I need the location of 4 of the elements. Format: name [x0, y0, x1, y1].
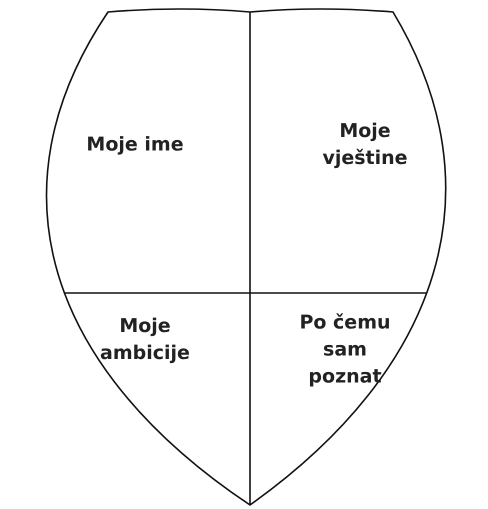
quadrant-label: Moje ime: [85, 132, 185, 158]
quadrant-label: Moje ambicije: [99, 314, 191, 366]
quadrant-label: Po čemu sam poznat: [298, 310, 392, 390]
quadrant-label: Moje vještine: [321, 119, 409, 171]
